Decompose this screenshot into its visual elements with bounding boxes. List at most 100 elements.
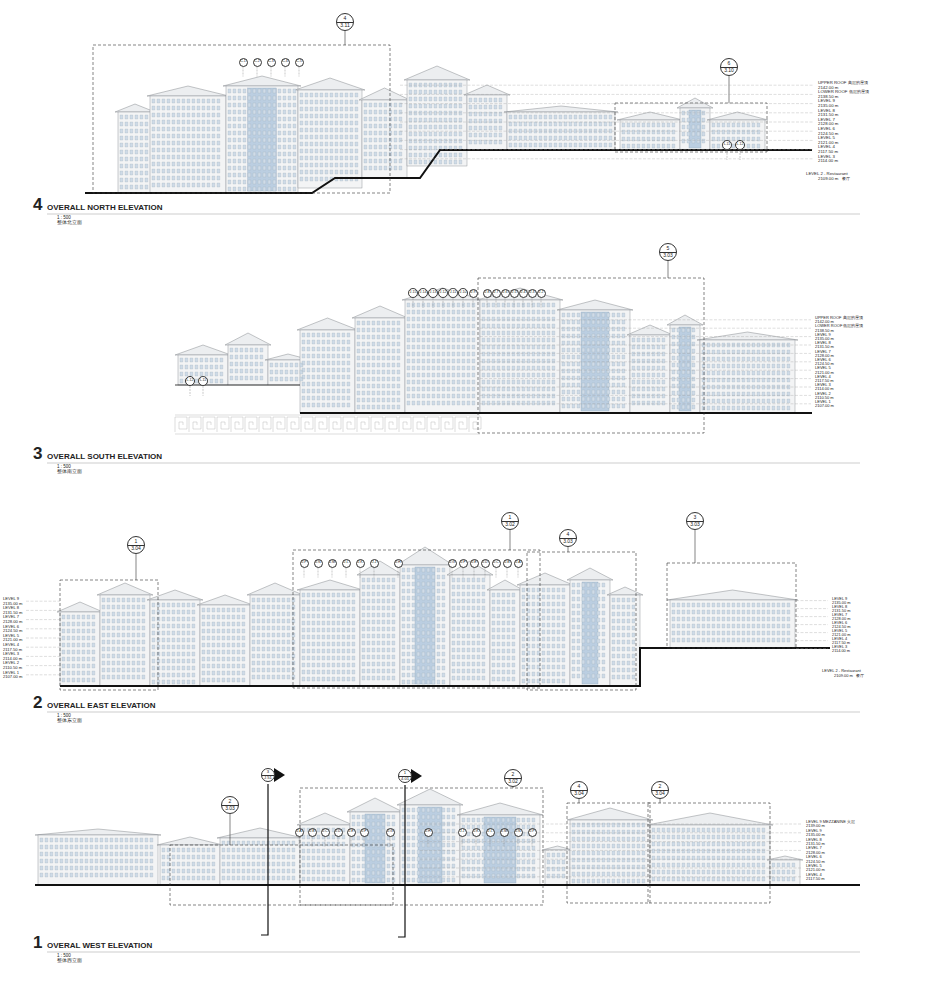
callout-number: J.E xyxy=(348,830,353,834)
detail-box xyxy=(567,803,650,903)
callout-number: 1 xyxy=(135,539,138,544)
grid-bubble: J.M xyxy=(328,559,337,568)
callout-number: L.12 xyxy=(737,143,744,147)
grid-bubble: J.P xyxy=(528,828,537,837)
grid-bubble: J.12 xyxy=(438,288,448,298)
windows xyxy=(40,83,795,883)
callout-number: J.M xyxy=(329,561,335,565)
callout-number: J.G xyxy=(387,830,393,834)
level-line xyxy=(796,632,828,633)
level-label: 2131.50 m xyxy=(806,842,825,846)
level-line xyxy=(796,616,828,617)
grid-bubble: L.11 xyxy=(198,376,208,386)
level-line xyxy=(400,112,814,113)
grid-line xyxy=(312,837,313,847)
title-rule xyxy=(47,952,860,953)
sheet-reference: 3.03 xyxy=(690,522,700,527)
grid-line xyxy=(318,568,319,578)
grid-line xyxy=(190,386,191,396)
callout-number: J.9 xyxy=(471,291,476,295)
grid-bubble: J.D xyxy=(481,559,490,568)
detail-callout: 43.11 xyxy=(336,13,354,31)
callout-number: J.4 xyxy=(521,291,526,295)
detail-box xyxy=(170,845,393,905)
grid-line xyxy=(299,837,300,847)
sheet-reference: 3.03 xyxy=(663,253,673,258)
callout-number: J.H xyxy=(425,830,430,834)
roof xyxy=(504,106,618,112)
grid-line xyxy=(203,386,204,396)
grid-bubble: J.3 xyxy=(528,289,537,298)
callout-number: J.F xyxy=(362,830,367,834)
callout-number: J.N xyxy=(315,561,320,565)
grid-line xyxy=(518,568,519,578)
level-line xyxy=(400,140,814,141)
level-line xyxy=(796,640,828,641)
callout-number: C.2 xyxy=(254,60,260,64)
level-line xyxy=(26,647,60,648)
ground-line xyxy=(300,412,812,414)
grid-line xyxy=(299,67,300,77)
callout-number: L.11 xyxy=(724,143,731,147)
leader-line xyxy=(660,799,661,803)
grid-bubble: J.J xyxy=(370,559,379,568)
leader-line xyxy=(510,530,511,550)
building-mass xyxy=(520,585,570,686)
sheet-reference: 3.03 xyxy=(563,539,573,544)
scale-text: 1 : 500 xyxy=(57,714,71,719)
leader-line xyxy=(568,547,569,552)
grid-line xyxy=(507,568,508,578)
callout-number: J.C xyxy=(322,830,327,834)
leader-line xyxy=(345,31,346,45)
level-line xyxy=(480,345,811,346)
grid-bubble: L.11 xyxy=(722,140,732,150)
grid-line xyxy=(364,837,365,847)
sheet-reference: 3.02 xyxy=(505,522,515,527)
detail-callout: 63.10 xyxy=(720,58,738,76)
grid-bubble: J.P xyxy=(300,559,309,568)
sheet-reference: 3.04 xyxy=(655,791,665,796)
grid-line xyxy=(304,568,305,578)
roof xyxy=(295,78,365,90)
sheet-reference: 3.03 xyxy=(225,806,235,811)
roof xyxy=(223,76,301,86)
callout-number: 4 xyxy=(578,784,581,789)
level-label: 2114.00 m xyxy=(832,649,850,653)
grid-line xyxy=(423,298,424,308)
grid-line xyxy=(257,67,258,77)
detail-callout: 13.04 xyxy=(127,536,145,554)
roof xyxy=(352,306,408,318)
roof xyxy=(115,104,155,112)
roof xyxy=(707,112,768,120)
level-label: LEVEL 9 xyxy=(3,597,19,601)
grid-line xyxy=(485,568,486,578)
level-label: 2121.00 m xyxy=(3,638,22,642)
grid-bubble: J.G xyxy=(386,828,395,837)
level-line xyxy=(420,841,802,842)
level-line xyxy=(26,674,60,675)
level-line xyxy=(480,353,811,354)
level-line xyxy=(480,361,811,362)
roof xyxy=(175,345,231,355)
grid-bubble: J.B xyxy=(503,559,512,568)
roof xyxy=(297,813,353,825)
level-line xyxy=(480,370,811,371)
grid-line xyxy=(473,298,474,308)
level-line xyxy=(400,131,814,132)
callout-number: J.J xyxy=(372,561,377,565)
level-line xyxy=(480,328,811,329)
detail-box xyxy=(527,552,636,690)
sheet-reference: 4.01 xyxy=(401,777,409,781)
detail-box xyxy=(60,580,158,690)
level-line xyxy=(26,619,60,620)
level-label: 2139.00 m xyxy=(806,824,825,828)
grid-line xyxy=(390,837,391,847)
grid-bubble: J.5 xyxy=(510,289,519,298)
level-label: 2128.00 m xyxy=(806,851,825,855)
grid-bubble: C.4 xyxy=(281,58,290,67)
building-mass xyxy=(650,825,770,885)
callout-number: J.15 xyxy=(410,291,417,295)
grid-line xyxy=(452,568,453,578)
leader-line xyxy=(668,261,669,278)
